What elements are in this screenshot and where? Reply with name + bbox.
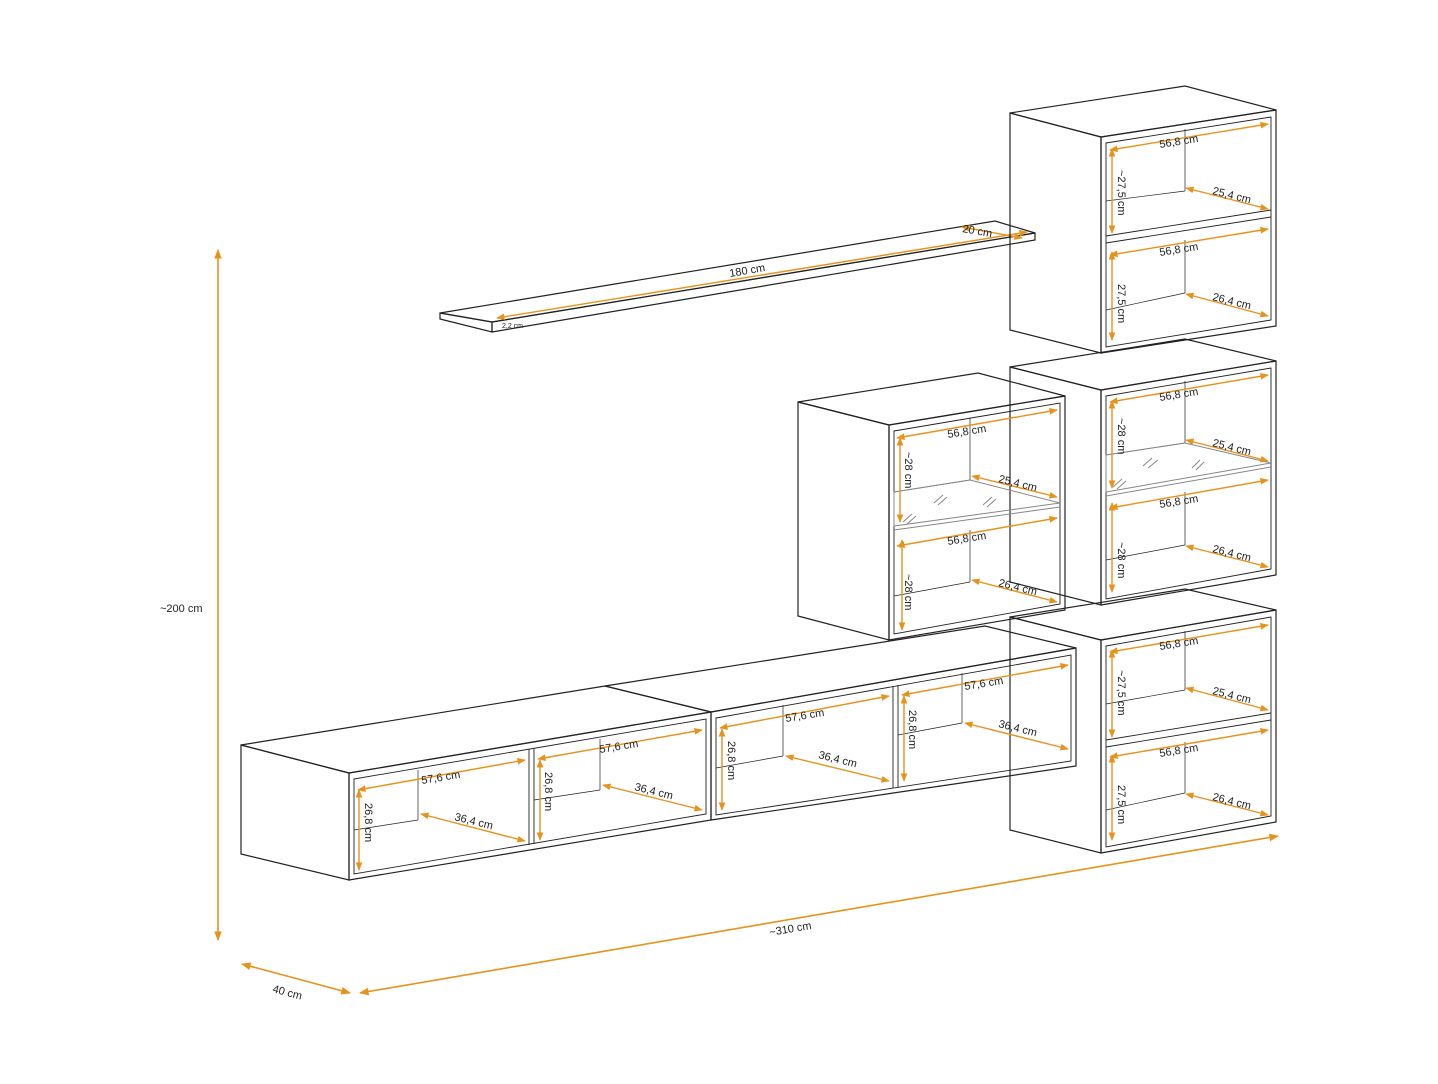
tv-unit-right-width-1: 57,6 cm <box>785 707 826 725</box>
tv-unit-right-depth-1: 36,4 cm <box>817 749 858 770</box>
glass-cube-middle-top-height: ~28 cm <box>1115 418 1127 454</box>
glass-cube-center-bottom-width: 56,8 cm <box>947 530 988 548</box>
tv-unit-right-width-2: 57,6 cm <box>964 675 1005 693</box>
overall-height-label: ~200 cm <box>160 603 203 615</box>
wall-cube-bottom-bottom-height: 27,5 cm <box>1115 785 1127 824</box>
tv-unit-left-width-2: 57,6 cm <box>599 738 640 756</box>
tv-unit-left-depth-1: 36,4 cm <box>453 811 494 832</box>
glass-cube-center-top-depth: 25,4 cm <box>997 473 1038 494</box>
glass-cube-middle-bottom-height: ~28 cm <box>1115 542 1127 578</box>
shelf-depth-label: 20 cm <box>961 223 993 240</box>
glass-cube-middle-bottom-width: 56,8 cm <box>1159 493 1200 511</box>
wall-cube-top-top-height: ~27,5 cm <box>1115 170 1127 216</box>
floating-shelf <box>439 220 1036 333</box>
tv-unit-left-width-1: 57,6 cm <box>421 769 462 787</box>
wall-cube-bottom-bottom-depth: 26,4 cm <box>1211 791 1252 812</box>
glass-cube-middle-top-width: 56,8 cm <box>1159 386 1200 404</box>
tv-unit-left <box>240 685 712 881</box>
wall-cube-top-top-width: 56,8 cm <box>1159 133 1200 151</box>
glass-cube-middle-bottom-depth: 26,4 cm <box>1211 543 1252 564</box>
wall-cube-top-top-depth: 25,4 cm <box>1211 185 1252 206</box>
glass-cube-center-bottom-height: ~28 cm <box>902 574 914 610</box>
wall-cube-bottom-top-height: ~27,5 cm <box>1115 670 1127 716</box>
wall-cube-bottom <box>1009 588 1277 854</box>
wall-cube-bottom-top-width: 56,8 cm <box>1159 635 1200 653</box>
overall-dimensions: ~200 cm ~310 cm 40 cm <box>160 249 1279 1003</box>
tv-unit-left-depth-2: 36,4 cm <box>633 781 674 802</box>
glass-cube-center-top-width: 56,8 cm <box>947 423 988 441</box>
glass-cube-middle <box>1009 338 1277 606</box>
wall-cube-top-bottom-depth: 26,4 cm <box>1211 291 1252 312</box>
shelf-thickness-label: 2,2 cm <box>502 323 523 330</box>
wall-cube-bottom-bottom-width: 56,8 cm <box>1159 742 1200 760</box>
glass-cube-middle-top-depth: 25,4 cm <box>1211 437 1252 458</box>
overall-width-line <box>359 833 1279 996</box>
wall-cube-top-bottom-width: 56,8 cm <box>1159 241 1200 259</box>
glass-cube-center <box>797 372 1066 641</box>
tv-unit-right-height-1: 26,8 cm <box>725 741 737 780</box>
shelf-length-label: 180 cm <box>729 262 767 280</box>
overall-depth-label: 40 cm <box>271 983 303 1002</box>
glass-cube-center-top-height: ~28 cm <box>902 452 914 488</box>
wall-cube-top-bottom-height: 27,5 cm <box>1115 284 1127 323</box>
overall-depth-line <box>241 962 351 995</box>
wall-cube-top <box>1009 85 1277 354</box>
tv-unit-right-height-2: 26,8 cm <box>906 710 918 749</box>
tv-unit-left-height-2: 26,8 cm <box>542 772 554 811</box>
tv-unit-left-height-1: 26,8 cm <box>362 803 374 842</box>
glass-cube-center-bottom-depth: 26,4 cm <box>997 577 1038 598</box>
wall-cube-bottom-top-depth: 25,4 cm <box>1211 685 1252 706</box>
